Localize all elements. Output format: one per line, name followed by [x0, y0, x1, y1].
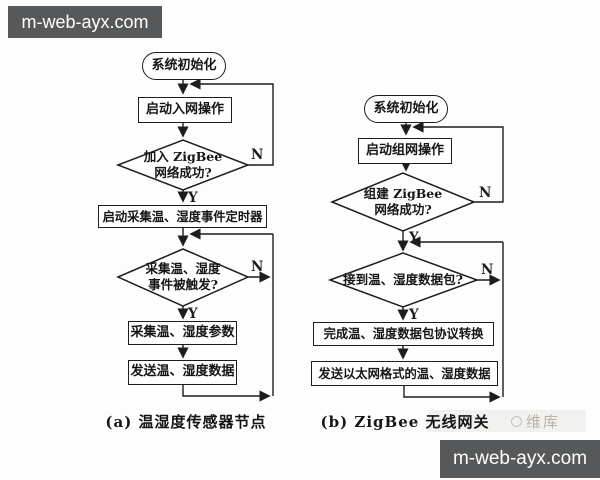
- chart-b-start-terminator: 系统初始化: [364, 95, 448, 123]
- faint-watermark-text: 维库: [525, 412, 560, 431]
- chart-b-decision-packet-text: 接到温、湿度数据包?: [343, 272, 463, 288]
- chart-b-step-form-label: 启动组网操作: [365, 142, 444, 158]
- chart-a-decision-event-yes-label: Y: [188, 306, 198, 322]
- watermark-top-left: m-web-ayx.com: [8, 6, 162, 38]
- chart-a-decision-event-no-label: N: [251, 259, 264, 275]
- watermark-top-left-text: m-web-ayx.com: [21, 11, 149, 32]
- chart-a-step-start-timer: 启动采集温、湿度事件定时器: [98, 205, 267, 228]
- chart-b-decision-form-line1: 组建 ZigBee: [363, 185, 443, 201]
- chart-b-step-send-ethernet: 发送以太网格式的温、湿度数据: [311, 361, 498, 386]
- chart-b-step-form-network: 启动组网操作: [358, 138, 452, 164]
- chart-b-decision-packet-line: 接到温、湿度数据包?: [343, 271, 463, 287]
- chart-b-step-send-label: 发送以太网格式的温、湿度数据: [318, 365, 491, 381]
- chart-a-caption: (a) 温湿度传感器节点: [105, 413, 267, 431]
- decision-join-zigbee-shape: [115, 139, 251, 191]
- decision-form-network-shape: [330, 172, 476, 232]
- chart-a-start-terminator: 系统初始化: [142, 52, 226, 80]
- decision-packet-received-shape: [327, 252, 480, 308]
- chart-b-step-convert-protocol: 完成温、湿度数据包协议转换: [313, 322, 494, 346]
- chart-a-step-join-label: 启动入网操作: [145, 101, 224, 117]
- chart-a-decision-join-line1: 加入 ZigBee: [143, 148, 223, 164]
- chart-a-step-send-data: 发送温、湿度数据: [128, 360, 237, 385]
- chart-b-decision-form-no-label: N: [479, 185, 492, 201]
- chart-b-decision-form-line2: 网络成功?: [374, 202, 432, 217]
- chart-b-caption: (b) ZigBee 无线网关: [320, 413, 490, 431]
- chart-a-decision-event-line2: 事件被触发?: [148, 277, 218, 292]
- chart-a-start-label: 系统初始化: [151, 57, 217, 73]
- chart-a-step-collect-label: 采集温、湿度参数: [130, 324, 235, 340]
- chart-a-decision-event-text: 采集温、湿度 事件被触发?: [145, 261, 220, 294]
- chart-b-decision-form-yes-label: Y: [409, 230, 419, 246]
- decision-event-triggered-shape: [116, 248, 250, 307]
- chart-b-start-label: 系统初始化: [373, 100, 439, 116]
- watermark-bottom-right-text: m-web-ayx.com: [452, 448, 588, 469]
- chart-a-step-timer-label: 启动采集温、湿度事件定时器: [102, 208, 263, 224]
- chart-b-step-convert-label: 完成温、湿度数据包协议转换: [323, 326, 484, 342]
- chart-b-decision-form-text: 组建 ZigBee 网络成功?: [364, 186, 442, 219]
- watermark-bottom-right: m-web-ayx.com: [440, 440, 600, 478]
- chart-a-decision-join-line2: 网络成功?: [154, 165, 212, 180]
- chart-b-decision-packet-no-label: N: [481, 262, 494, 278]
- chart-b-decision-packet-yes-label: Y: [409, 307, 419, 323]
- chart-a-step-join-network: 启动入网操作: [138, 97, 232, 123]
- chart-a-step-collect-params: 采集温、湿度参数: [128, 321, 237, 345]
- faint-watermark-logo-icon: [510, 415, 522, 427]
- chart-a-decision-join-yes-label: Y: [188, 190, 198, 206]
- chart-a-decision-join-text: 加入 ZigBee 网络成功?: [144, 149, 222, 182]
- chart-a-decision-join-no-label: N: [251, 147, 264, 163]
- faint-watermark-strip: 维库: [428, 410, 586, 432]
- chart-a-decision-event-line1: 采集温、湿度: [145, 260, 221, 276]
- chart-a-step-send-label: 发送温、湿度数据: [130, 364, 235, 380]
